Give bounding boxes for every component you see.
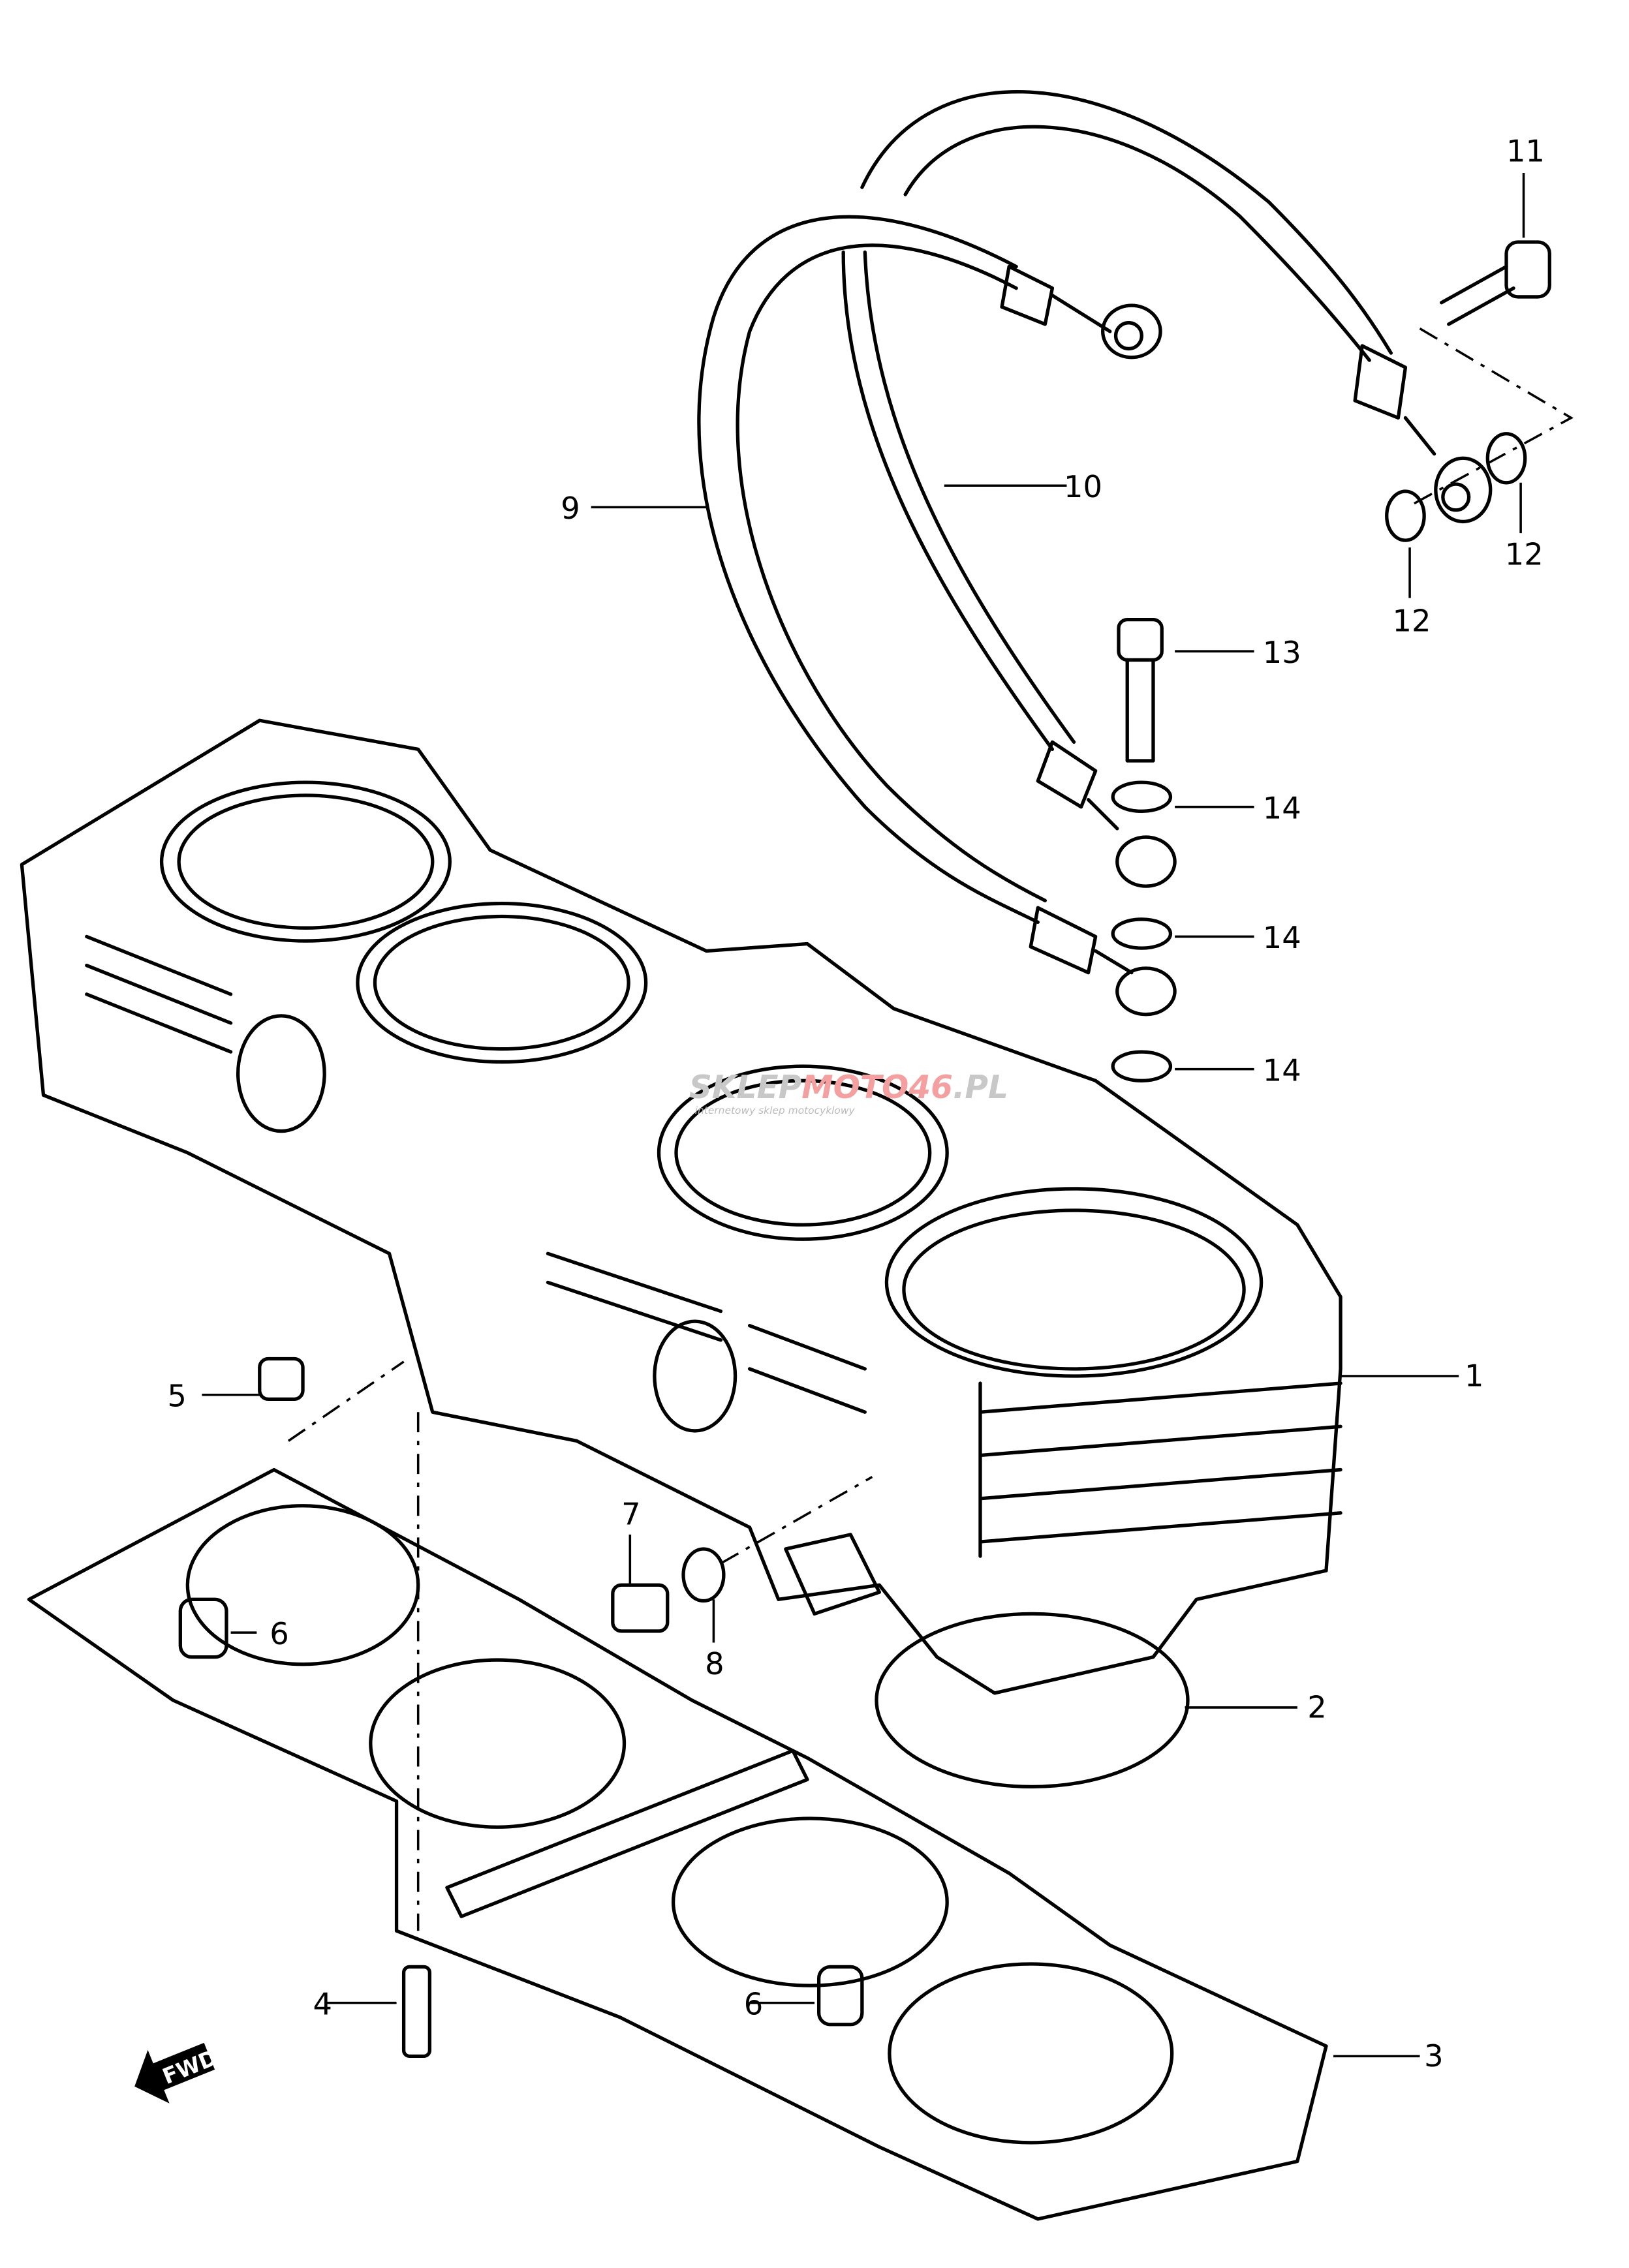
callout-1: 1 bbox=[1465, 1358, 1484, 1393]
washer-14 bbox=[1111, 780, 1173, 813]
callout-13: 13 bbox=[1263, 635, 1301, 670]
nut-5 bbox=[258, 1356, 305, 1401]
assembly-line bbox=[287, 1360, 405, 1442]
callout-10: 10 bbox=[1064, 469, 1102, 504]
svg-text:internetowy sklep motocyklowy: internetowy sklep motocyklowy bbox=[695, 1105, 856, 1116]
callout-3: 3 bbox=[1424, 2038, 1444, 2074]
dowel-pin-6 bbox=[816, 1965, 864, 2027]
callout-6: 6 bbox=[270, 1616, 289, 1651]
callout-14b: 14 bbox=[1263, 920, 1301, 955]
washer-12 bbox=[1385, 489, 1426, 542]
union-bolt-11 bbox=[1439, 240, 1551, 326]
hose-9 bbox=[697, 215, 1177, 1017]
hose-10 bbox=[841, 90, 1493, 888]
washer-14 bbox=[1111, 1050, 1173, 1082]
callout-12b: 12 bbox=[1505, 537, 1544, 572]
callout-labels: 1 2 3 4 5 6 6 7 8 9 10 11 12 12 13 14 14… bbox=[167, 133, 1545, 2073]
leader-lines bbox=[202, 173, 1525, 2058]
callout-12: 12 bbox=[1393, 603, 1431, 638]
svg-text:SKLEPMOTO46.PL: SKLEPMOTO46.PL bbox=[689, 1069, 1008, 1106]
watermark-logo: SKLEPMOTO46.PL internetowy sklep motocyk… bbox=[689, 1069, 1008, 1116]
callout-14c: 14 bbox=[1263, 1052, 1301, 1088]
plug-bolt-7 bbox=[611, 1583, 670, 1633]
callout-4: 4 bbox=[313, 1986, 332, 2021]
dowel-pin-6 bbox=[178, 1597, 228, 1659]
forward-arrow-icon: FWD bbox=[134, 2042, 221, 2104]
o-ring-2 bbox=[875, 1612, 1190, 1789]
washer-14 bbox=[1111, 917, 1173, 950]
callout-7: 7 bbox=[621, 1496, 641, 1531]
callout-8: 8 bbox=[705, 1646, 724, 1681]
callout-9: 9 bbox=[561, 491, 580, 526]
callout-6b: 6 bbox=[744, 1986, 764, 2021]
gasket-8 bbox=[681, 1547, 726, 1603]
stud-4 bbox=[401, 1965, 432, 2059]
assembly-line bbox=[1412, 327, 1574, 506]
callout-5: 5 bbox=[167, 1378, 187, 1413]
cylinder-block bbox=[20, 718, 1342, 1695]
callout-14: 14 bbox=[1263, 790, 1301, 825]
union-bolt-13 bbox=[1117, 617, 1164, 763]
washer-12 bbox=[1485, 432, 1527, 485]
assembly-line bbox=[720, 1476, 873, 1565]
callout-2: 2 bbox=[1307, 1689, 1327, 1724]
callout-11: 11 bbox=[1506, 133, 1545, 168]
cylinder-base-gasket bbox=[27, 1467, 1328, 2221]
